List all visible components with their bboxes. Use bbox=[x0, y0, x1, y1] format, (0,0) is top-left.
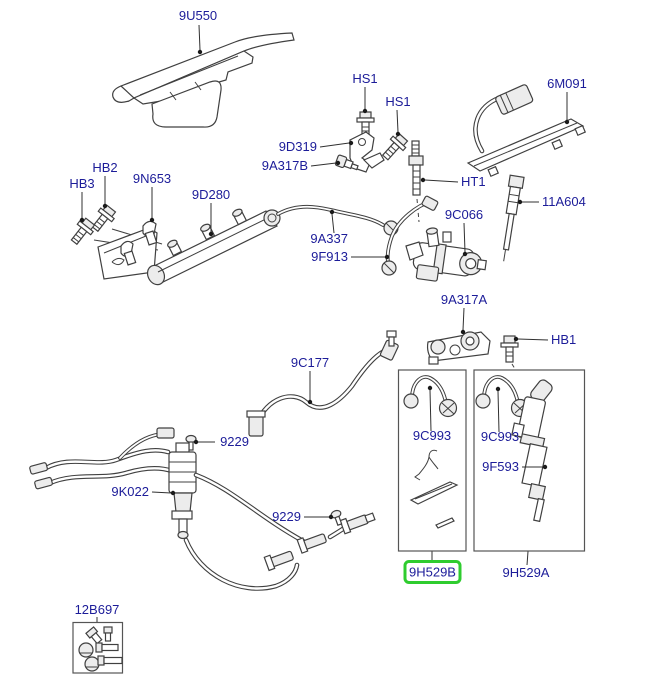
label-9a317b[interactable]: 9A317B bbox=[262, 158, 308, 173]
label-9f593[interactable]: 9F593 bbox=[482, 459, 519, 474]
label-9d319[interactable]: 9D319 bbox=[279, 139, 317, 154]
label-9c066[interactable]: 9C066 bbox=[445, 207, 483, 222]
label-9229-b[interactable]: 9229 bbox=[272, 509, 301, 524]
label-hs1-a[interactable]: HS1 bbox=[352, 71, 377, 86]
label-9a337[interactable]: 9A337 bbox=[310, 231, 348, 246]
bolt-hs1-b-drawing bbox=[381, 132, 409, 161]
kit-9h529b-contents-drawing bbox=[403, 375, 459, 529]
leader-lines bbox=[79, 24, 570, 622]
label-9h529b: 9H529B bbox=[409, 565, 456, 580]
hose-9c177-drawing bbox=[246, 330, 399, 437]
glow-plug-drawing bbox=[502, 174, 525, 262]
label-hs1-b[interactable]: HS1 bbox=[385, 94, 410, 109]
injector-drawing bbox=[511, 379, 553, 523]
label-9h529a[interactable]: 9H529A bbox=[503, 565, 550, 580]
label-9d280[interactable]: 9D280 bbox=[192, 187, 230, 202]
bracket-9d319-drawing bbox=[349, 131, 385, 173]
clamp-9a317a-drawing bbox=[426, 331, 491, 365]
label-9h529b-highlighted[interactable]: 9H529B bbox=[403, 560, 462, 584]
label-9c993-b[interactable]: 9C993 bbox=[481, 429, 519, 444]
valve-9c066-drawing bbox=[405, 227, 487, 282]
engine-cover-drawing bbox=[112, 32, 295, 128]
label-hb2[interactable]: HB2 bbox=[92, 160, 117, 175]
kit-9h529a-contents-drawing bbox=[475, 375, 553, 523]
label-11a604[interactable]: 11A604 bbox=[542, 194, 586, 209]
highlight-box bbox=[403, 560, 462, 584]
label-hb3[interactable]: HB3 bbox=[69, 176, 94, 191]
label-9a317a[interactable]: 9A317A bbox=[441, 292, 488, 307]
stud-ht1-drawing bbox=[408, 140, 424, 223]
label-12b697[interactable]: 12B697 bbox=[75, 602, 120, 617]
kit-12b697-contents-drawing bbox=[78, 626, 123, 672]
label-9c993-a[interactable]: 9C993 bbox=[413, 428, 451, 443]
bolt-hb2-drawing bbox=[91, 204, 117, 233]
label-9229-a[interactable]: 9229 bbox=[220, 434, 249, 449]
label-9c177[interactable]: 9C177 bbox=[291, 355, 329, 370]
label-9n653[interactable]: 9N653 bbox=[133, 171, 171, 186]
label-9k022[interactable]: 9K022 bbox=[111, 484, 149, 499]
fuel-rail-6m091-drawing bbox=[466, 84, 587, 178]
label-ht1[interactable]: HT1 bbox=[461, 174, 486, 189]
label-hb1[interactable]: HB1 bbox=[551, 332, 576, 347]
label-9f913[interactable]: 9F913 bbox=[311, 249, 348, 264]
fuel-rail-9d280-drawing bbox=[146, 208, 281, 286]
hose-assy-9k022-drawing bbox=[29, 427, 376, 591]
bolt-hb3-drawing bbox=[70, 217, 96, 246]
label-9u550[interactable]: 9U550 bbox=[179, 8, 217, 23]
shield-9n653-drawing bbox=[97, 220, 158, 280]
clip-9229-b-drawing bbox=[330, 509, 343, 526]
label-6m091[interactable]: 6M091 bbox=[547, 76, 587, 91]
